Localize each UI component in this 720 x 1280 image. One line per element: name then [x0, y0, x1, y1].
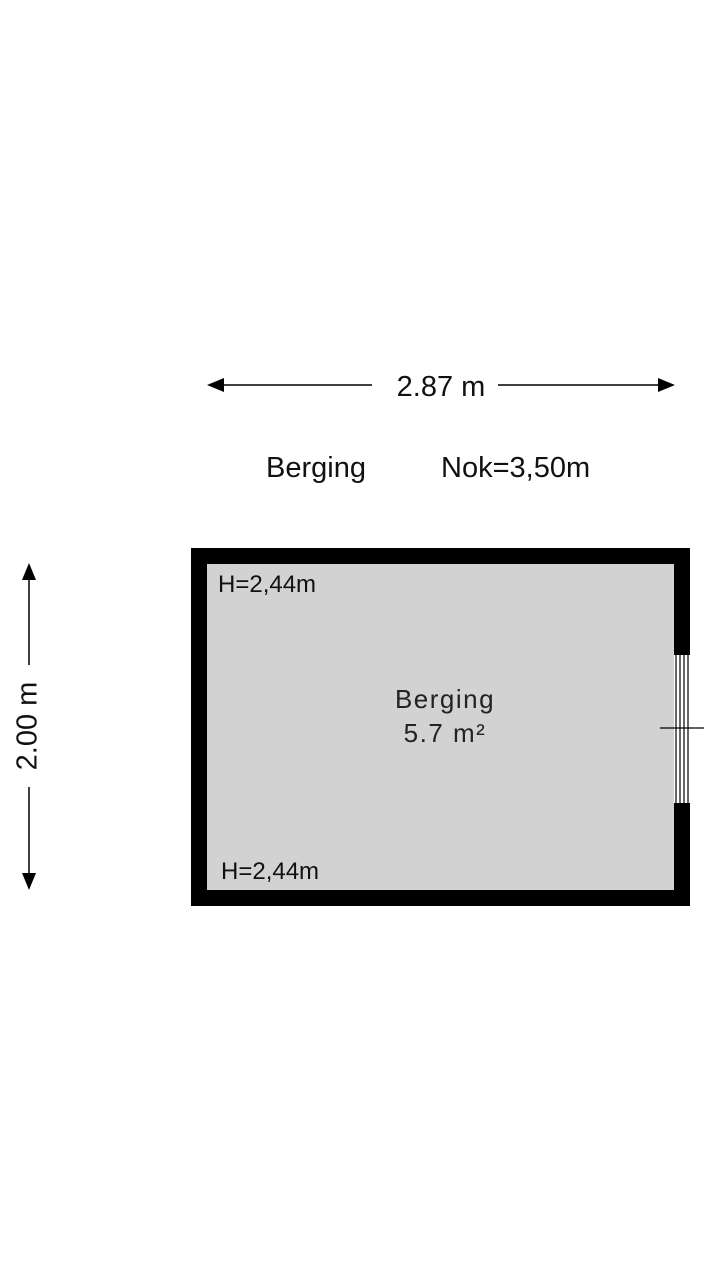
room-area-label: 5.7 m²: [404, 718, 487, 748]
arrow-right-icon: [658, 378, 675, 392]
arrow-left-icon: [207, 378, 224, 392]
header-ridge-height: Nok=3,50m: [441, 452, 590, 484]
depth-dimension: 2.00 m: [12, 563, 44, 890]
window-opening: [674, 655, 690, 803]
arrow-down-icon: [22, 873, 36, 890]
width-dimension-label: 2.87 m: [397, 371, 486, 403]
room-name-label: Berging: [395, 684, 495, 714]
arrow-up-icon: [22, 563, 36, 580]
window: [660, 655, 704, 803]
room-height-top: H=2,44m: [218, 571, 316, 598]
room-height-bottom: H=2,44m: [221, 858, 319, 885]
width-dimension: 2.87 m: [207, 371, 675, 403]
room-berging: H=2,44m H=2,44m Berging 5.7 m²: [191, 548, 704, 906]
header-room-name: Berging: [266, 452, 366, 484]
depth-dimension-label: 2.00 m: [12, 682, 44, 771]
room-floor: [207, 564, 674, 890]
